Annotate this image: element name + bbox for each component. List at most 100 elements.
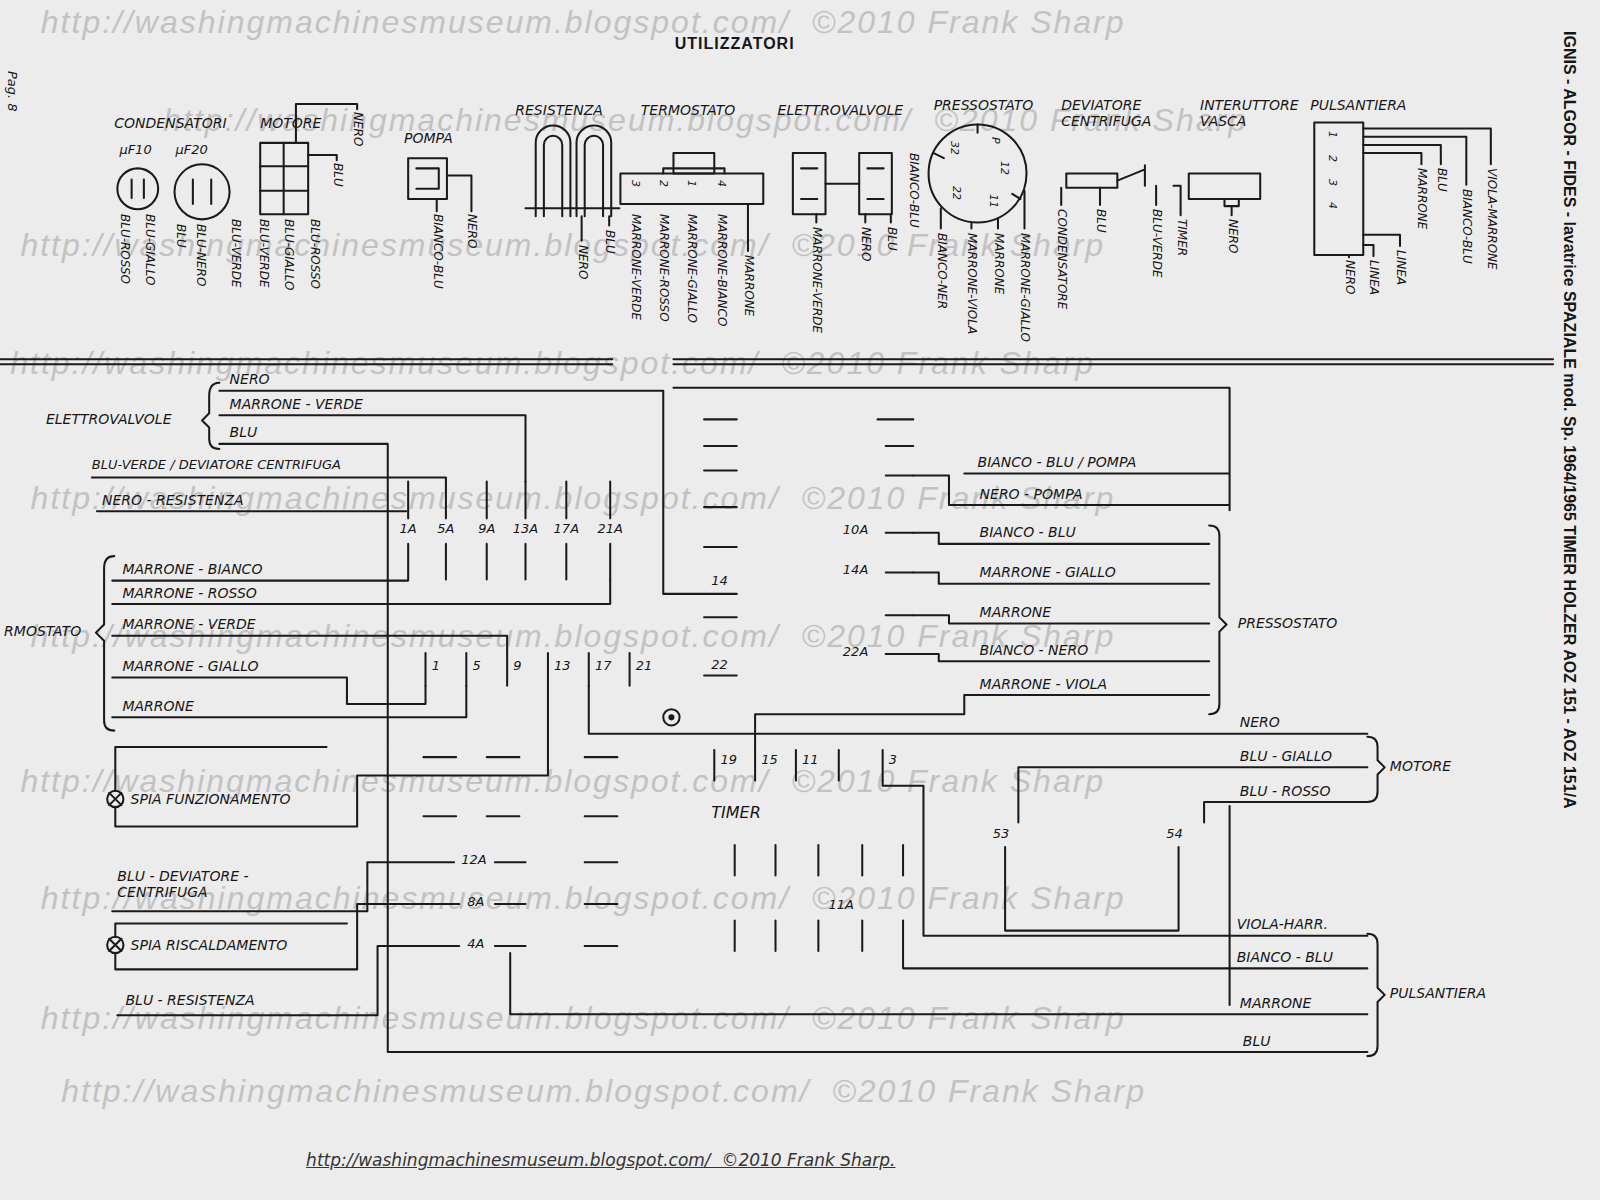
terminal-number: 2 bbox=[657, 180, 670, 187]
wire-label: MARRONE-VERDE bbox=[628, 214, 642, 320]
watermark: http://washingmachinesmuseum.blogspot.co… bbox=[61, 1073, 1146, 1110]
wire-label: MARRONE bbox=[991, 233, 1005, 294]
terminal-number: 4 bbox=[1325, 202, 1338, 209]
wire-label: BLU-ROSSO bbox=[307, 219, 321, 289]
terminal-number: 15 bbox=[761, 753, 778, 768]
wire-label: BIANCO-BLU bbox=[906, 153, 920, 228]
wire-label: BLU bbox=[230, 424, 258, 440]
component-name: μF10 bbox=[119, 143, 151, 158]
terminal-number: 4 bbox=[715, 180, 728, 187]
wire-label: VIOLA-MARRONE bbox=[1484, 168, 1498, 270]
wire-label: BLU-NERO bbox=[193, 224, 207, 286]
diagram-title: UTILIZZATORI bbox=[675, 35, 795, 53]
component-name: CONDENSATORI bbox=[114, 115, 226, 131]
terminal-number: 53 bbox=[993, 827, 1010, 842]
terminal-number: 9 bbox=[513, 659, 521, 674]
page-number: Pag. 8 bbox=[5, 71, 20, 112]
caption: http://washingmachinesmuseum.blogspot.co… bbox=[306, 1151, 895, 1171]
wire-label: BLU - DEVIATORE -CENTRIFUGA bbox=[117, 868, 267, 900]
wire-label: ELETTROVALVOLE bbox=[46, 411, 172, 427]
terminal-number: 12 bbox=[998, 161, 1011, 175]
wire-label: MARRONE-ROSSO bbox=[656, 214, 670, 322]
wire-label: BLU - GIALLO bbox=[1240, 748, 1332, 764]
wire-label: MARRONE bbox=[741, 255, 755, 316]
component-name: RESISTENZA bbox=[515, 102, 603, 118]
terminal-number: 10A bbox=[843, 523, 868, 538]
wire-label: MARRONE-GIALLO bbox=[1018, 233, 1032, 342]
wire-label: NERO bbox=[1240, 714, 1280, 730]
component-name: ELETTROVALVOLE bbox=[778, 102, 904, 118]
wire-label: BLU-ROSSO bbox=[118, 214, 132, 284]
wire-label: SPIA FUNZIONAMENTO bbox=[131, 791, 291, 807]
wire-label: NERO bbox=[1342, 260, 1356, 294]
terminal-number: 3 bbox=[1325, 179, 1338, 186]
wire-label: BLU - RESISTENZA bbox=[126, 992, 255, 1008]
pump-symbol bbox=[408, 158, 471, 211]
wire-label: LINEA bbox=[1393, 250, 1407, 285]
wire-label: MARRONE - BIANCO bbox=[122, 561, 262, 577]
wire-label: BLU bbox=[173, 224, 187, 248]
wire-label: PRESSOSTATO bbox=[1238, 615, 1338, 631]
wire-label: TIMER bbox=[1174, 219, 1188, 256]
component-name: PRESSOSTATO bbox=[934, 97, 1034, 113]
terminal-number: 2 bbox=[1325, 155, 1338, 162]
wire-label: MARRONE - VERDE bbox=[230, 396, 363, 412]
wire-label: MARRONE-VIOLA bbox=[965, 233, 979, 334]
wire-label: MARRONE-GIALLO bbox=[684, 214, 698, 323]
wire-label: BLU bbox=[330, 163, 344, 187]
terminal-number: 11A bbox=[829, 898, 854, 913]
wire-label: BIANCO - BLU bbox=[980, 524, 1076, 540]
wire-label: MARRONE - GIALLO bbox=[980, 564, 1116, 580]
wire-label: CONDENSATORE bbox=[1054, 209, 1068, 309]
wire-label: VIOLA-HARR. bbox=[1237, 916, 1328, 932]
wire-label: BIANCO - BLU bbox=[1237, 949, 1333, 965]
terminal-number: 1A bbox=[400, 522, 417, 537]
wire-label: NERO - RESISTENZA bbox=[102, 492, 244, 508]
wire-label: MARRONE - ROSSO bbox=[122, 585, 256, 601]
terminal-number: 14 bbox=[711, 574, 728, 589]
component-name: DEVIATORE CENTRIFUGA bbox=[1061, 97, 1186, 129]
wire-label: MARRONE bbox=[122, 698, 193, 714]
wire-label: BIANCO-BLU bbox=[1459, 189, 1473, 264]
wire-label: NERO bbox=[1225, 219, 1239, 253]
wire-label: BLU-VERDE / DEVIATORE CENTRIFUGA bbox=[92, 458, 341, 473]
separator-line bbox=[0, 359, 1553, 364]
wire-label: BLU bbox=[884, 227, 898, 251]
wire-label: MARRONE - VERDE bbox=[122, 616, 255, 632]
terminal-number: 4A bbox=[467, 937, 484, 952]
terminal-number: 54 bbox=[1166, 827, 1183, 842]
terminal-number: 17A bbox=[554, 522, 579, 537]
wire-label: BLU-VERDE bbox=[1149, 209, 1163, 278]
terminal-number: 14A bbox=[843, 563, 868, 578]
wire-label: NERO bbox=[858, 227, 872, 261]
terminal-number: 1 bbox=[684, 180, 697, 187]
wire-label: SPIA RISCALDAMENTO bbox=[131, 937, 288, 953]
wire-label: MARRONE - GIALLO bbox=[122, 658, 258, 674]
wire-label: BIANCO-BLU bbox=[430, 214, 444, 289]
wire-label: BLU bbox=[602, 230, 616, 254]
terminal-number: 3 bbox=[889, 753, 897, 768]
terminal-number: 22 bbox=[950, 186, 963, 200]
terminal-number: 5 bbox=[472, 659, 480, 674]
wire-label: BLU-GIALLO bbox=[281, 219, 295, 291]
terminal-number: 22A bbox=[843, 645, 868, 660]
wire-label: LINEA bbox=[1367, 260, 1381, 295]
terminal-number: 22 bbox=[711, 658, 728, 673]
wire-label: NERO bbox=[230, 371, 270, 387]
wire-label: MARRONE - VIOLA bbox=[980, 676, 1108, 692]
wire-label: MARRONE bbox=[1240, 995, 1311, 1011]
wire bbox=[92, 388, 1368, 1052]
terminal-number: 12A bbox=[461, 853, 486, 868]
terminal-number: 11 bbox=[987, 194, 1000, 208]
wire-label: PULSANTIERA bbox=[1390, 985, 1486, 1001]
valve-symbol bbox=[793, 153, 892, 222]
timer-motor-symbol bbox=[663, 709, 679, 725]
wire-label: BLU-GIALLO bbox=[142, 214, 156, 286]
heater-symbol bbox=[526, 126, 620, 241]
wire-label: BLU bbox=[1434, 168, 1448, 192]
wire-label: BLU-VERDE bbox=[256, 219, 270, 288]
component-name: INTERUTTORE VASCA bbox=[1200, 97, 1304, 129]
wire-label: NERO bbox=[465, 214, 479, 248]
